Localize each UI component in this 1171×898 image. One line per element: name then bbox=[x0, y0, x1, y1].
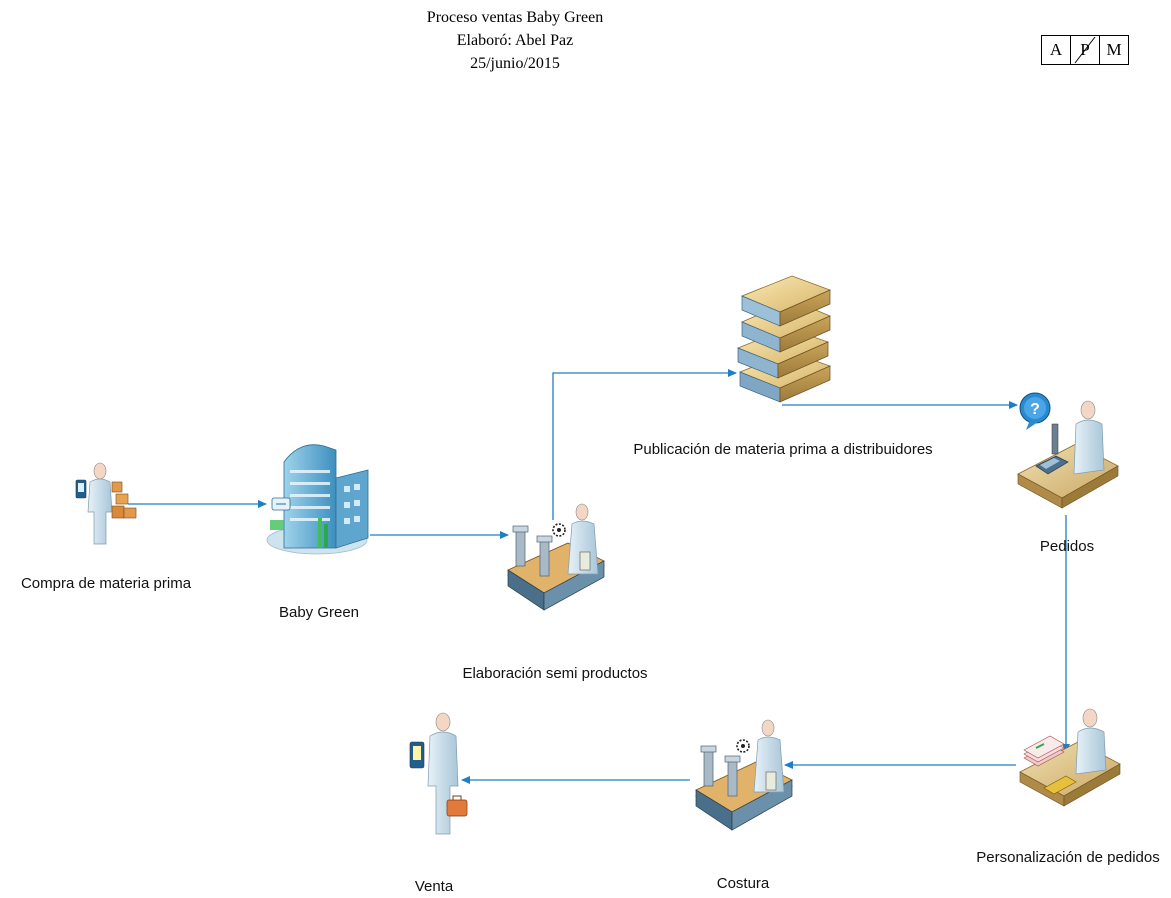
venta-person-icon bbox=[409, 712, 468, 835]
label-personalizacion: Personalización de pedidos bbox=[976, 849, 1160, 866]
costura-machine-icon bbox=[695, 719, 793, 831]
connector-elaboracion-to-publicacion bbox=[552, 369, 737, 520]
elaboracion-machine-icon bbox=[507, 503, 605, 611]
connectors bbox=[128, 369, 1070, 784]
compra-person-icon bbox=[75, 462, 137, 545]
svg-text:?: ? bbox=[1030, 401, 1040, 418]
babygreen-building-icon bbox=[266, 444, 369, 555]
label-venta: Venta bbox=[414, 878, 454, 895]
publicacion-books-icon bbox=[736, 275, 832, 403]
label-pedidos: Pedidos bbox=[1039, 538, 1095, 555]
label-compra: Compra de materia prima bbox=[20, 575, 192, 592]
label-elaboracion: Elaboración semi productos bbox=[462, 665, 648, 682]
label-publicacion: Publicación de materia prima a distribui… bbox=[633, 441, 933, 458]
personalizacion-desk-icon bbox=[1019, 708, 1121, 807]
header-author: Elaboró: Abel Paz bbox=[456, 32, 574, 49]
apm-cell-m: M bbox=[1099, 35, 1129, 65]
header-date: 25/junio/2015 bbox=[470, 55, 560, 72]
header-title: Proceso ventas Baby Green bbox=[426, 9, 604, 26]
apm-box: A P M bbox=[1041, 35, 1129, 65]
label-baby-green: Baby Green bbox=[278, 604, 360, 621]
pedidos-desk-icon: ? bbox=[1017, 392, 1119, 509]
label-costura: Costura bbox=[716, 875, 770, 892]
apm-strike-mark bbox=[1074, 36, 1096, 64]
diagram-header: Proceso ventas Baby Green Elaboró: Abel … bbox=[380, 6, 650, 75]
